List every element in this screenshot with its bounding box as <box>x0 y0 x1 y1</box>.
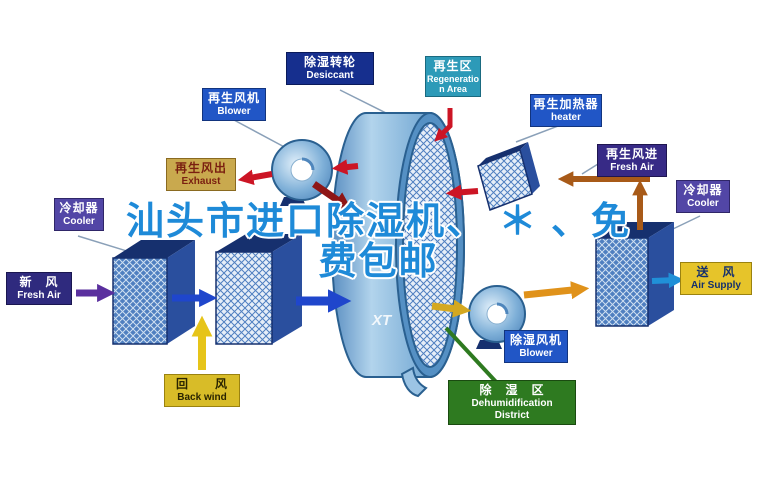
watermark-title: 汕头市进口除湿机、 ＊ 、免 费包邮 <box>0 202 757 283</box>
label-regen-fresh-air-cn: 再生风进 <box>605 147 658 161</box>
label-desiccant: 除湿转轮 Desiccant <box>286 52 374 85</box>
label-regen-fresh-air-en: Fresh Air <box>610 161 654 173</box>
label-fresh-air-en: Fresh Air <box>17 289 61 301</box>
label-cooler-right-cn: 冷却器 <box>683 183 723 197</box>
arrow-blower-to-cooler <box>523 281 590 300</box>
label-fresh-air-cn: 新 风 <box>19 275 59 289</box>
label-regen-area-cn: 再生区 <box>433 59 473 73</box>
connector-lines <box>77 89 701 333</box>
label-dehumid-blower: 除湿风机 Blower <box>504 330 568 363</box>
label-regen-blower-en: Blower <box>217 105 251 117</box>
label-exhaust-cn: 再生风出 <box>174 161 227 175</box>
label-regen-fresh-air: 再生风进 Fresh Air <box>597 144 667 177</box>
arrow-regen-area <box>434 108 453 142</box>
heater-box <box>477 142 540 211</box>
label-regen-heater-en: heater <box>550 111 581 123</box>
label-dehumid-blower-en: Blower <box>519 347 553 359</box>
wheel-watermark: XT <box>372 312 392 329</box>
wheel-bottom-tab <box>400 366 428 398</box>
arrow-wheel-to-blower <box>431 299 472 318</box>
label-dehumid-blower-cn: 除湿风机 <box>509 333 562 347</box>
cooler-box-left-2 <box>215 234 302 345</box>
arrow-to-exhaust <box>237 169 273 186</box>
airflow-arrows <box>76 108 685 370</box>
arrow-heater-to-wheel <box>445 184 479 201</box>
label-cooler-right: 冷却器 Cooler <box>676 180 730 213</box>
cooler-box-right <box>595 222 674 327</box>
label-dehumid-district-en1: Dehumidification <box>471 397 553 409</box>
watermark-title-line1: 汕头市进口除湿机、 ＊ 、免 <box>125 201 632 243</box>
regen-blower-fan <box>271 139 333 206</box>
arrow-to-air-supply <box>651 272 685 289</box>
label-fresh-air: 新 风 Fresh Air <box>6 272 72 305</box>
label-dehumid-district: 除 湿 区 Dehumidification District <box>448 380 576 425</box>
label-exhaust-en: Exhaust <box>181 175 221 187</box>
label-exhaust: 再生风出 Exhaust <box>166 158 236 191</box>
watermark-title-line2: 费包邮 <box>318 241 439 284</box>
dehumid-blower-fan <box>468 285 526 349</box>
label-air-supply-cn: 送 风 <box>696 265 736 279</box>
label-dehumid-district-cn: 除 湿 区 <box>479 383 545 397</box>
label-regen-area: 再生区 Regeneration Area <box>425 56 481 98</box>
label-regen-blower-cn: 再生风机 <box>207 91 260 105</box>
label-air-supply-en: Air Supply <box>690 279 741 291</box>
label-dehumid-district-en2: District <box>494 409 530 421</box>
arrow-wheel-to-regen-blower <box>331 159 359 175</box>
label-air-supply: 送 风 Air Supply <box>680 262 752 295</box>
label-regen-area-en: Regeneration Area <box>427 73 480 94</box>
cooler-box-left-1 <box>112 240 195 345</box>
label-desiccant-en: Desiccant <box>306 69 354 81</box>
label-cooler-left-cn: 冷却器 <box>59 201 99 215</box>
label-back-wind: 回 风 Back wind <box>164 374 240 407</box>
label-regen-heater-cn: 再生加热器 <box>533 97 599 111</box>
label-regen-blower: 再生风机 Blower <box>202 88 266 121</box>
label-cooler-left: 冷却器 Cooler <box>54 198 104 231</box>
connector-dehumid-district <box>444 326 500 386</box>
label-back-wind-en: Back wind <box>177 391 227 403</box>
label-cooler-left-en: Cooler <box>63 215 95 227</box>
label-desiccant-cn: 除湿转轮 <box>303 55 356 69</box>
label-back-wind-cn: 回 风 <box>175 377 228 391</box>
label-cooler-right-en: Cooler <box>687 197 719 209</box>
arrow-regen-blower-down <box>312 181 352 211</box>
label-regen-heater: 再生加热器 heater <box>530 94 602 127</box>
